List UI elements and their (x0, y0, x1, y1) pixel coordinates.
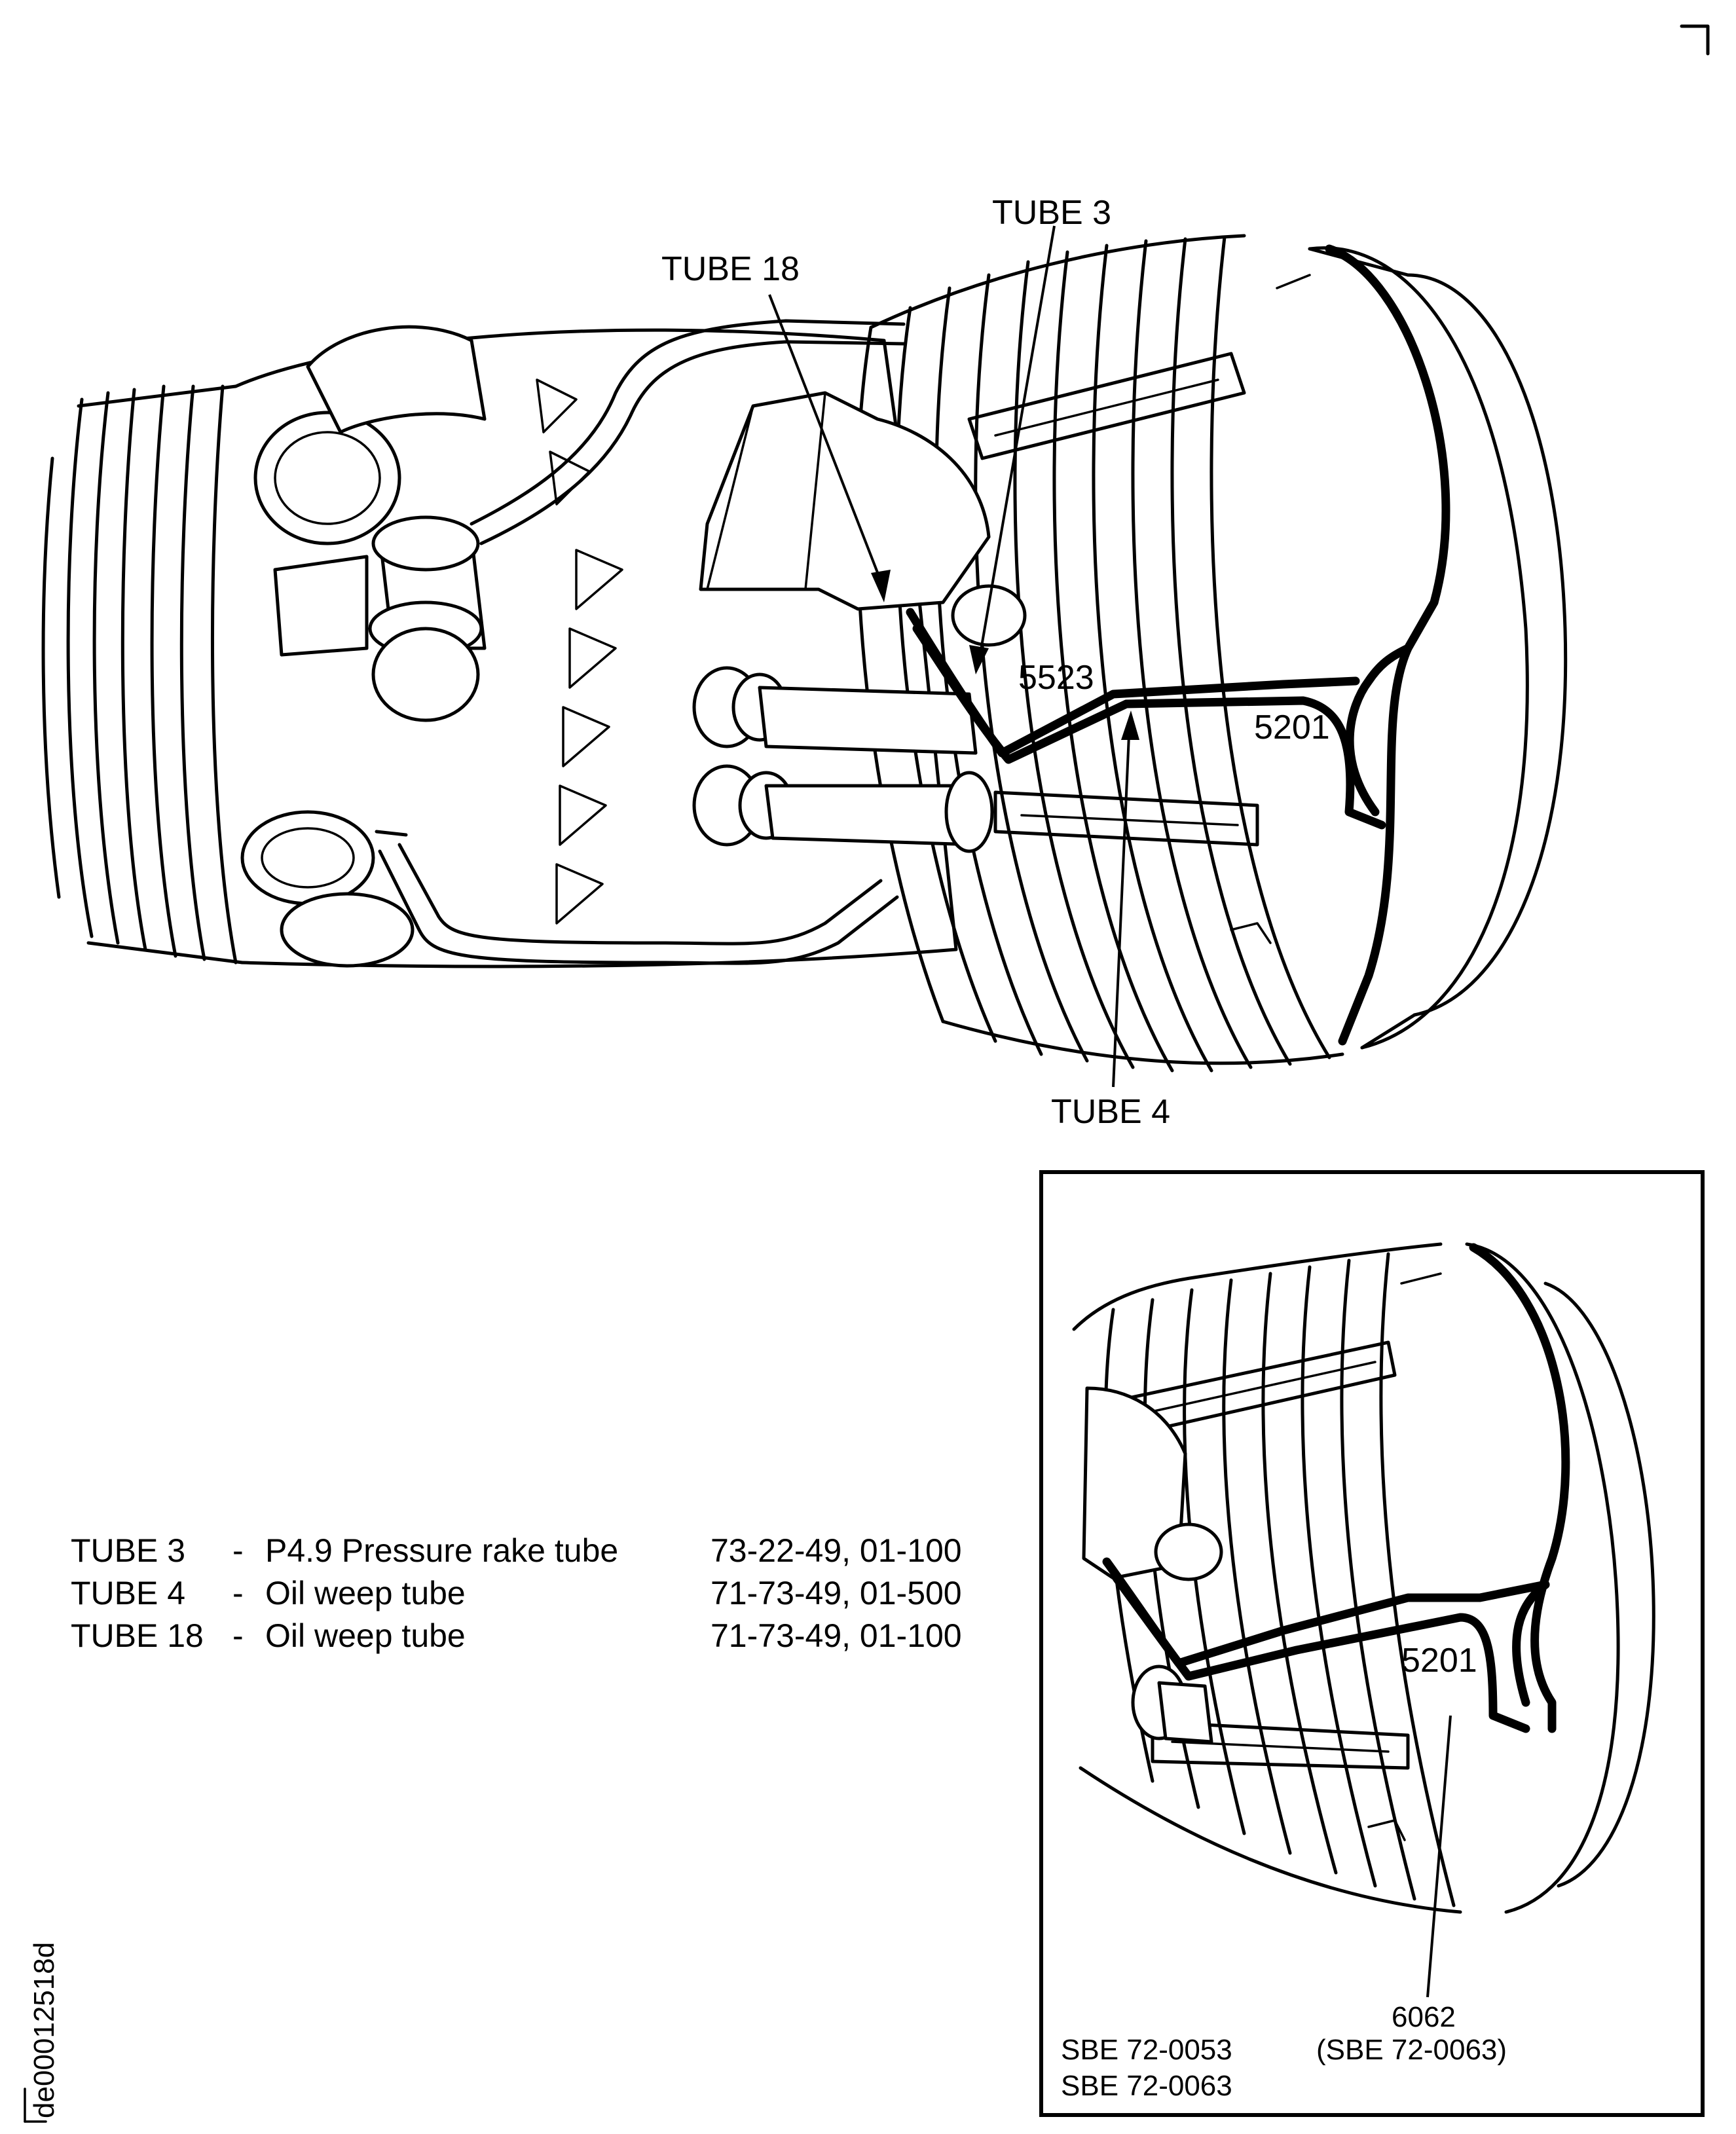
svg-text:P4.9 Pressure rake tube: P4.9 Pressure rake tube (265, 1532, 618, 1569)
svg-text:-: - (232, 1575, 244, 1611)
highlighted-tubes (906, 244, 1450, 1046)
exhaust-rim (1308, 246, 1568, 1050)
tube-18-label: TUBE 18 (661, 250, 800, 288)
legend-row: TUBE 18 - Oil weep tube 71-73-49, 01-100 (71, 1617, 962, 1654)
ref-5201-label: 5201 (1254, 708, 1330, 746)
svg-text:-: - (232, 1617, 244, 1654)
left-ribbed-duct (41, 384, 244, 965)
tube-3-label: TUBE 3 (992, 194, 1111, 232)
inset-rim (1465, 1242, 1655, 1914)
inset-heavy-tubes (1102, 1243, 1570, 1841)
corner-mark (1680, 24, 1710, 56)
legend-row: TUBE 4 - Oil weep tube 71-73-49, 01-500 (71, 1575, 962, 1611)
svg-text:TUBE 3: TUBE 3 (71, 1532, 185, 1569)
inset-fairing (1082, 1386, 1223, 1744)
figure-id: de00012518d (24, 1942, 60, 2123)
svg-text:73-22-49, 01-100: 73-22-49, 01-100 (711, 1532, 962, 1569)
svg-text:TUBE 18: TUBE 18 (71, 1617, 204, 1654)
inset-detail: 5201 6062 (SBE 72-0063) SBE 72-0053 SBE … (1039, 1170, 1705, 2117)
tube-legend: TUBE 3 - P4.9 Pressure rake tube 73-22-4… (71, 1532, 962, 1654)
inset-ref-6062-label: 6062 (1392, 2001, 1456, 2033)
svg-text:Oil weep tube: Oil weep tube (265, 1617, 466, 1654)
inset-ref-6062-note: (SBE 72-0063) (1316, 2034, 1507, 2066)
leader-lines (768, 225, 1139, 1088)
svg-text:de00012518d: de00012518d (28, 1942, 60, 2118)
svg-text:-: - (232, 1532, 244, 1569)
svg-text:Oil weep tube: Oil weep tube (265, 1575, 466, 1611)
legend-row: TUBE 3 - P4.9 Pressure rake tube 73-22-4… (71, 1532, 962, 1569)
outer-tube-loops (375, 319, 906, 965)
nozzle-pipes (692, 666, 994, 853)
casing-vents (536, 378, 623, 925)
inset-ribbed-duct (1072, 1242, 1462, 1914)
flanged-pipes (240, 325, 487, 968)
svg-text:TUBE 4: TUBE 4 (71, 1575, 185, 1611)
support-struts (967, 352, 1259, 847)
tube-4-label: TUBE 4 (1051, 1093, 1170, 1131)
inset-applicability-2: SBE 72-0063 (1061, 2070, 1232, 2102)
ref-5523-label: 5523 (1018, 659, 1094, 697)
inset-ref-5201-label: 5201 (1401, 1642, 1477, 1680)
fairing (699, 391, 1027, 647)
svg-text:71-73-49, 01-100: 71-73-49, 01-100 (711, 1617, 962, 1654)
svg-text:71-73-49, 01-500: 71-73-49, 01-500 (711, 1575, 962, 1611)
inset-applicability-1: SBE 72-0053 (1061, 2034, 1232, 2066)
inset-frame (1039, 1170, 1705, 2117)
main-engine-view: TUBE 3 TUBE 18 5523 5201 TUBE 4 (41, 194, 1568, 1131)
